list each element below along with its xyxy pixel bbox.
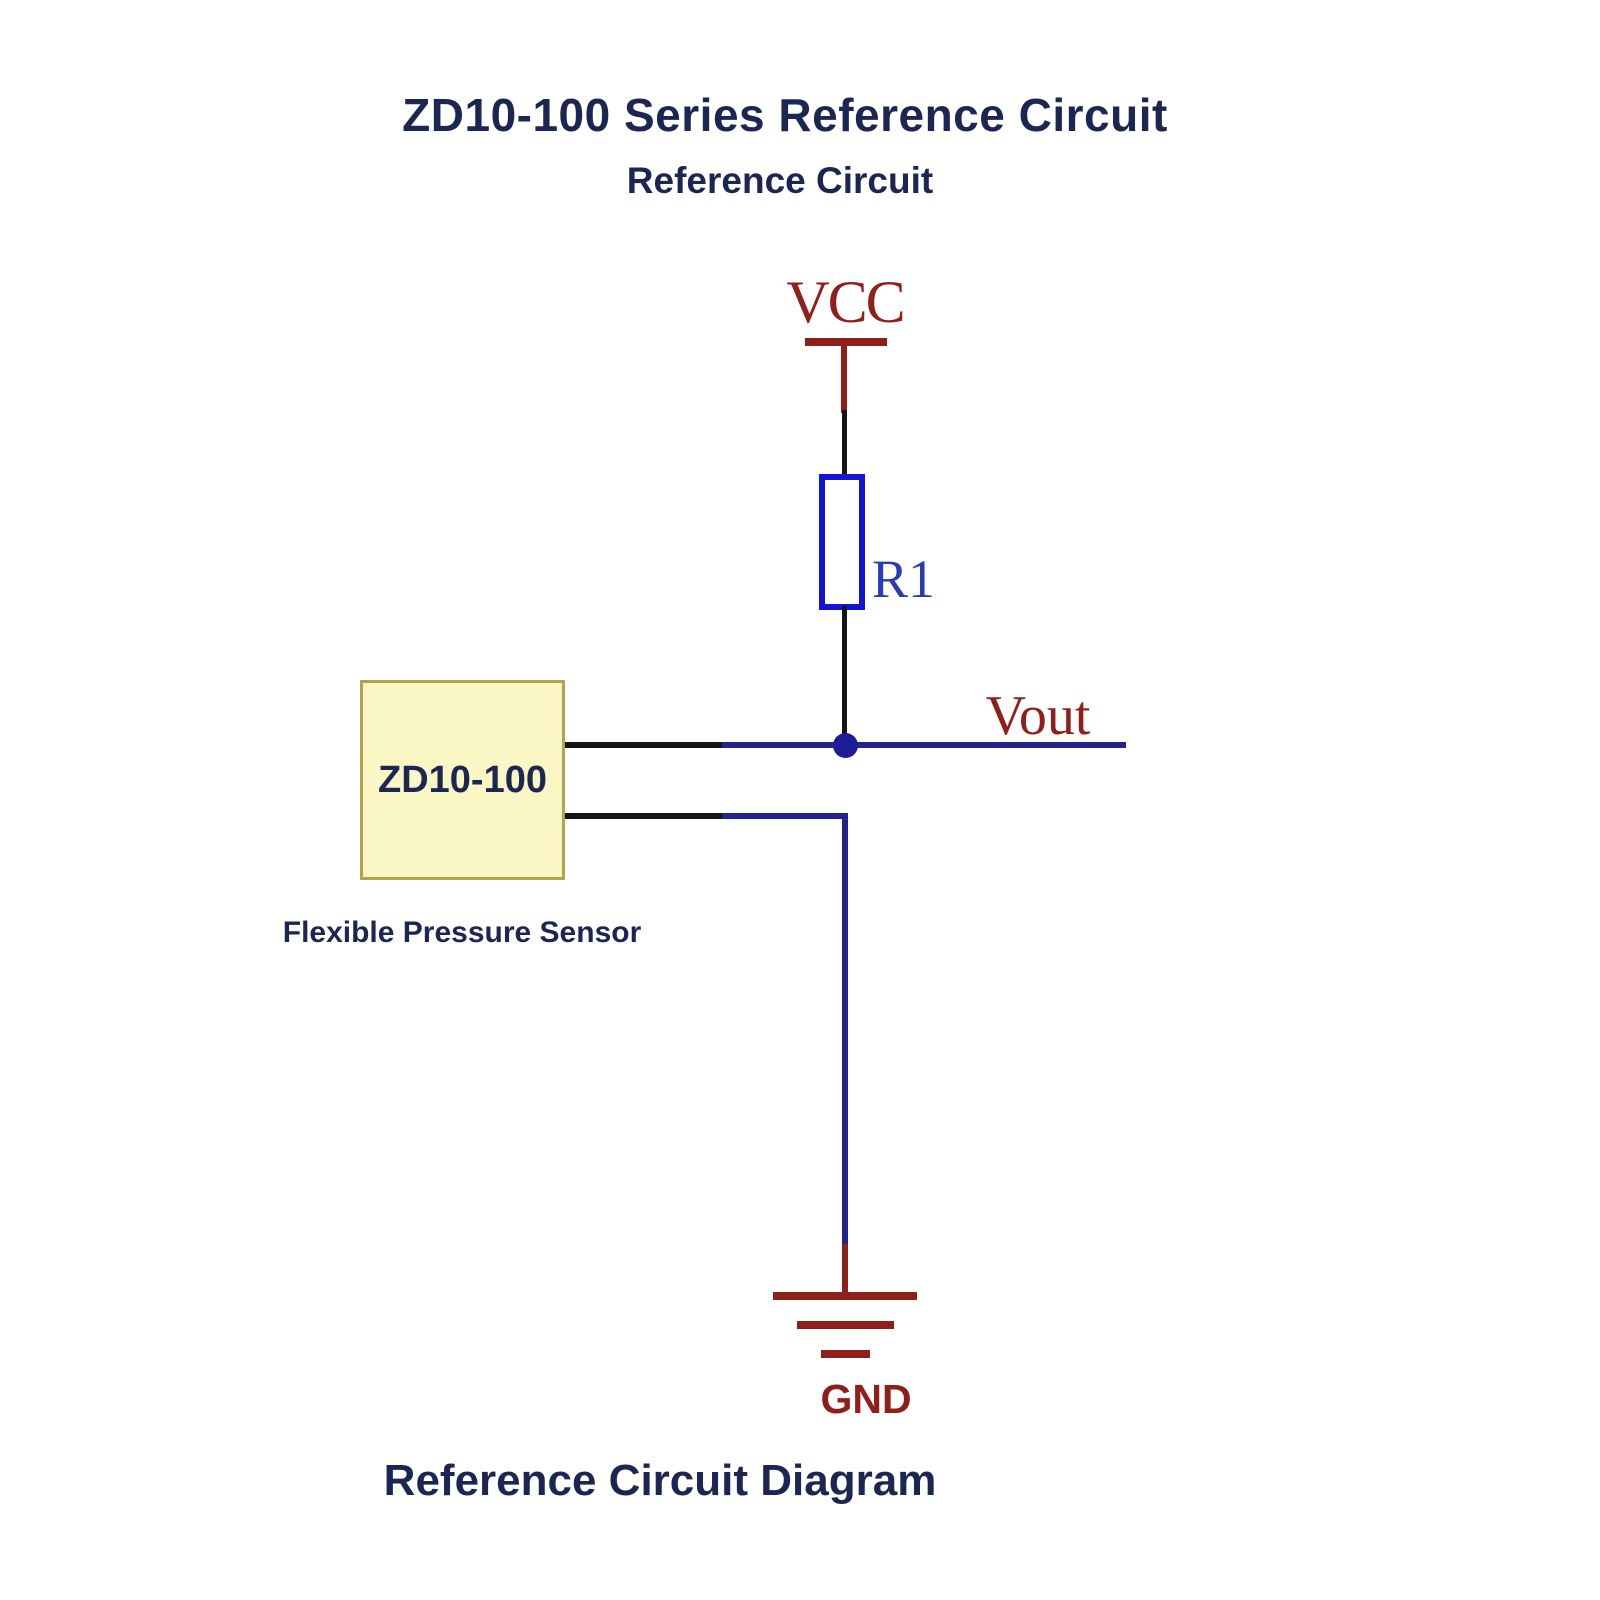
gnd-label: GND: [820, 1376, 912, 1422]
wire-vout-blue: [722, 742, 1126, 748]
wire-sensor-upper-black: [563, 742, 725, 748]
vcc-wire-segment: [841, 345, 847, 413]
wire-sensor-lower-black: [563, 813, 725, 819]
wire-vcc-to-resistor: [842, 410, 847, 480]
page-subtitle: Reference Circuit: [626, 160, 934, 201]
vcc-label: VCC: [786, 269, 905, 335]
ground-symbol-line-3: [821, 1350, 870, 1358]
resistor-r1-symbol: [819, 474, 865, 610]
sensor-zd10-100-block: ZD10-100: [360, 680, 565, 880]
ground-symbol-line-1: [773, 1292, 917, 1300]
bottom-caption: Reference Circuit Diagram: [383, 1456, 937, 1505]
ground-symbol-line-2: [797, 1321, 894, 1329]
sensor-caption: Flexible Pressure Sensor: [282, 916, 642, 949]
wire-to-ground-blue: [842, 813, 848, 1246]
vout-label: Vout: [985, 685, 1091, 747]
wire-to-ground-red: [842, 1244, 848, 1296]
sensor-zd10-100-label: ZD10-100: [378, 758, 547, 801]
page-title: ZD10-100 Series Reference Circuit: [402, 89, 1168, 141]
junction-dot: [833, 733, 858, 758]
vcc-power-bar: [805, 338, 887, 346]
wire-sensor-lower-blue: [722, 813, 848, 819]
resistor-r1-label: R1: [872, 549, 936, 609]
wire-resistor-to-junction: [842, 606, 847, 749]
